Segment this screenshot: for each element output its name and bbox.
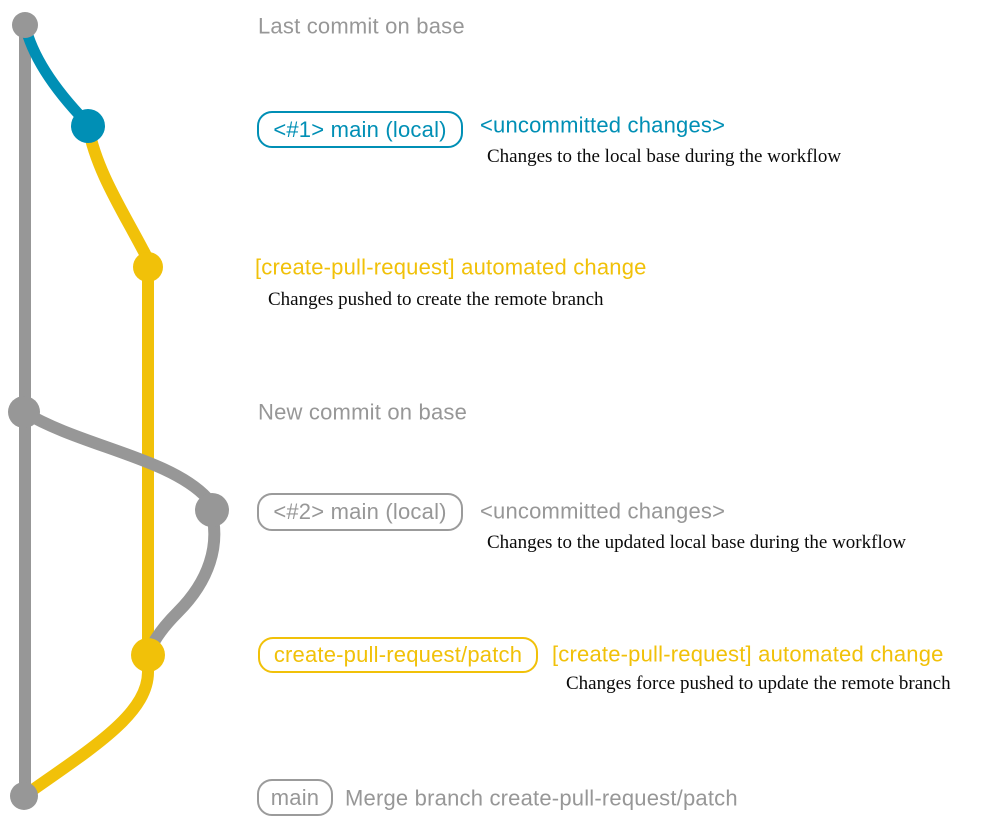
badge-main-local-1: <#1> main (local) <box>257 111 463 148</box>
note-merge-branch: Merge branch create-pull-request/patch <box>345 785 738 811</box>
caption-force-pushed-update: Changes force pushed to update the remot… <box>566 673 951 695</box>
caption-updated-local-base-changes: Changes to the updated local base during… <box>487 532 906 554</box>
commit-node-main-local-2 <box>195 493 229 527</box>
badge-main-label: main <box>270 784 320 810</box>
note-last-commit-on-base: Last commit on base <box>258 13 465 39</box>
heading-automated-change-2: [create-pull-request] automated change <box>552 641 944 667</box>
commit-node-patch-2 <box>131 638 165 672</box>
heading-uncommitted-changes-1: <uncommitted changes> <box>480 112 726 138</box>
badge-main-local-2: <#2> main (local) <box>257 493 463 531</box>
badge-patch-branch-label: create-pull-request/patch <box>273 642 523 667</box>
local-main-branch-segment-2 <box>18 406 221 656</box>
badge-main-local-1-label: <#1> main (local) <box>273 116 447 142</box>
heading-uncommitted-changes-2: <uncommitted changes> <box>480 498 726 524</box>
heading-automated-change-1: [create-pull-request] automated change <box>255 254 647 280</box>
commit-node-patch-1 <box>133 252 163 282</box>
badge-patch-branch: create-pull-request/patch <box>258 637 538 673</box>
commit-node-merge <box>10 782 38 810</box>
commit-node-new-on-base <box>8 396 40 428</box>
commit-node-main-local-1 <box>71 109 105 143</box>
commit-node-last-on-base <box>12 12 38 38</box>
caption-pushed-to-create: Changes pushed to create the remote bran… <box>268 289 604 311</box>
badge-main-local-2-label: <#2> main (local) <box>273 499 447 524</box>
local-main-branch-segment-1 <box>19 19 92 128</box>
git-graph <box>8 12 229 810</box>
badge-main: main <box>257 779 333 816</box>
note-new-commit-on-base: New commit on base <box>258 399 468 425</box>
caption-local-base-changes: Changes to the local base during the wor… <box>487 146 842 168</box>
